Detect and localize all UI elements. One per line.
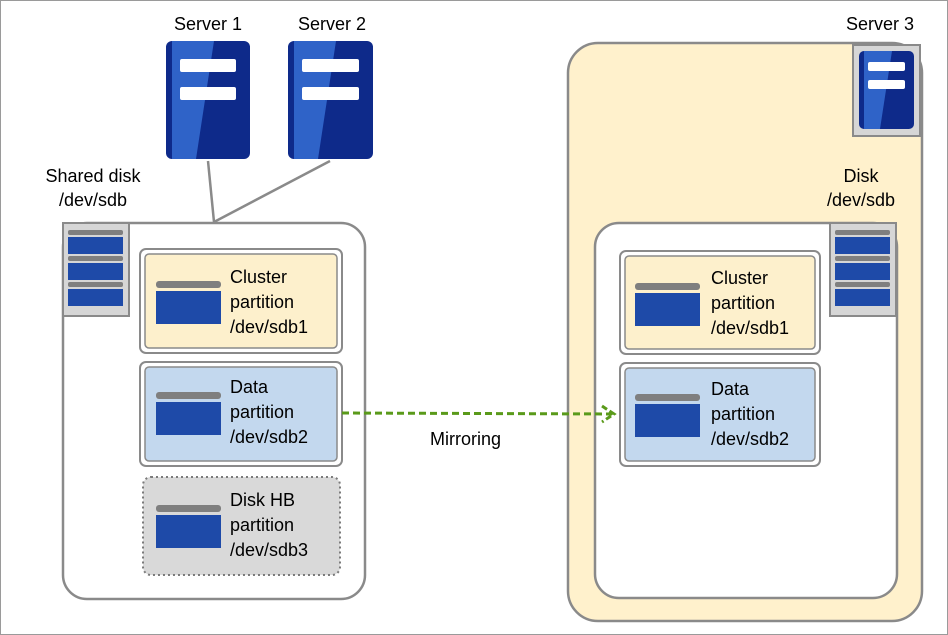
left-hb-partition [142,476,341,576]
right-data-partition [619,362,821,467]
local-disk-icon [829,222,897,317]
local-disk-path: /dev/sdb [826,190,896,210]
shared-disk-name: Shared disk [45,166,141,186]
shared-disk-icon [62,222,130,317]
shared-disk-label: Shared disk /dev/sdb [28,164,158,212]
server1-label: Server 1 [173,14,243,34]
partition-line: Data [230,377,269,397]
partition-line: Disk HB [230,490,296,510]
left-data-partition [139,361,343,467]
server2-connection-line [213,159,331,224]
server2-icon [288,41,373,159]
partition-line: /dev/sdb2 [711,429,790,449]
server2-label: Server 2 [297,14,367,34]
left-cluster-partition [139,248,343,354]
partition-line: Cluster [230,267,288,287]
shared-disk-path: /dev/sdb [58,190,128,210]
partition-line: /dev/sdb1 [230,317,309,337]
right-cluster-partition-label: Cluster partition /dev/sdb1 [711,266,789,341]
mirroring-arrow [341,404,617,424]
server1-icon [166,41,250,159]
server1-connection-line [206,160,216,223]
partition-line: partition [230,402,295,422]
left-data-partition-label: Data partition /dev/sdb2 [230,375,308,450]
partition-line: Data [711,379,750,399]
partition-line: partition [711,293,776,313]
partition-line: /dev/sdb3 [230,540,309,560]
server3-label: Server 3 [845,14,915,34]
server3-icon [852,44,921,137]
partition-line: /dev/sdb1 [711,318,790,338]
local-disk-label: Disk /dev/sdb [796,164,926,212]
local-disk-name: Disk [843,166,879,186]
left-hb-partition-label: Disk HB partition /dev/sdb3 [230,488,308,563]
left-cluster-partition-label: Cluster partition /dev/sdb1 [230,265,308,340]
partition-line: /dev/sdb2 [230,427,309,447]
partition-line: partition [230,292,295,312]
right-cluster-partition [619,250,821,355]
partition-line: partition [711,404,776,424]
partition-line: partition [230,515,295,535]
partition-line: Cluster [711,268,769,288]
right-data-partition-label: Data partition /dev/sdb2 [711,377,789,452]
mirroring-label: Mirroring [430,429,502,449]
